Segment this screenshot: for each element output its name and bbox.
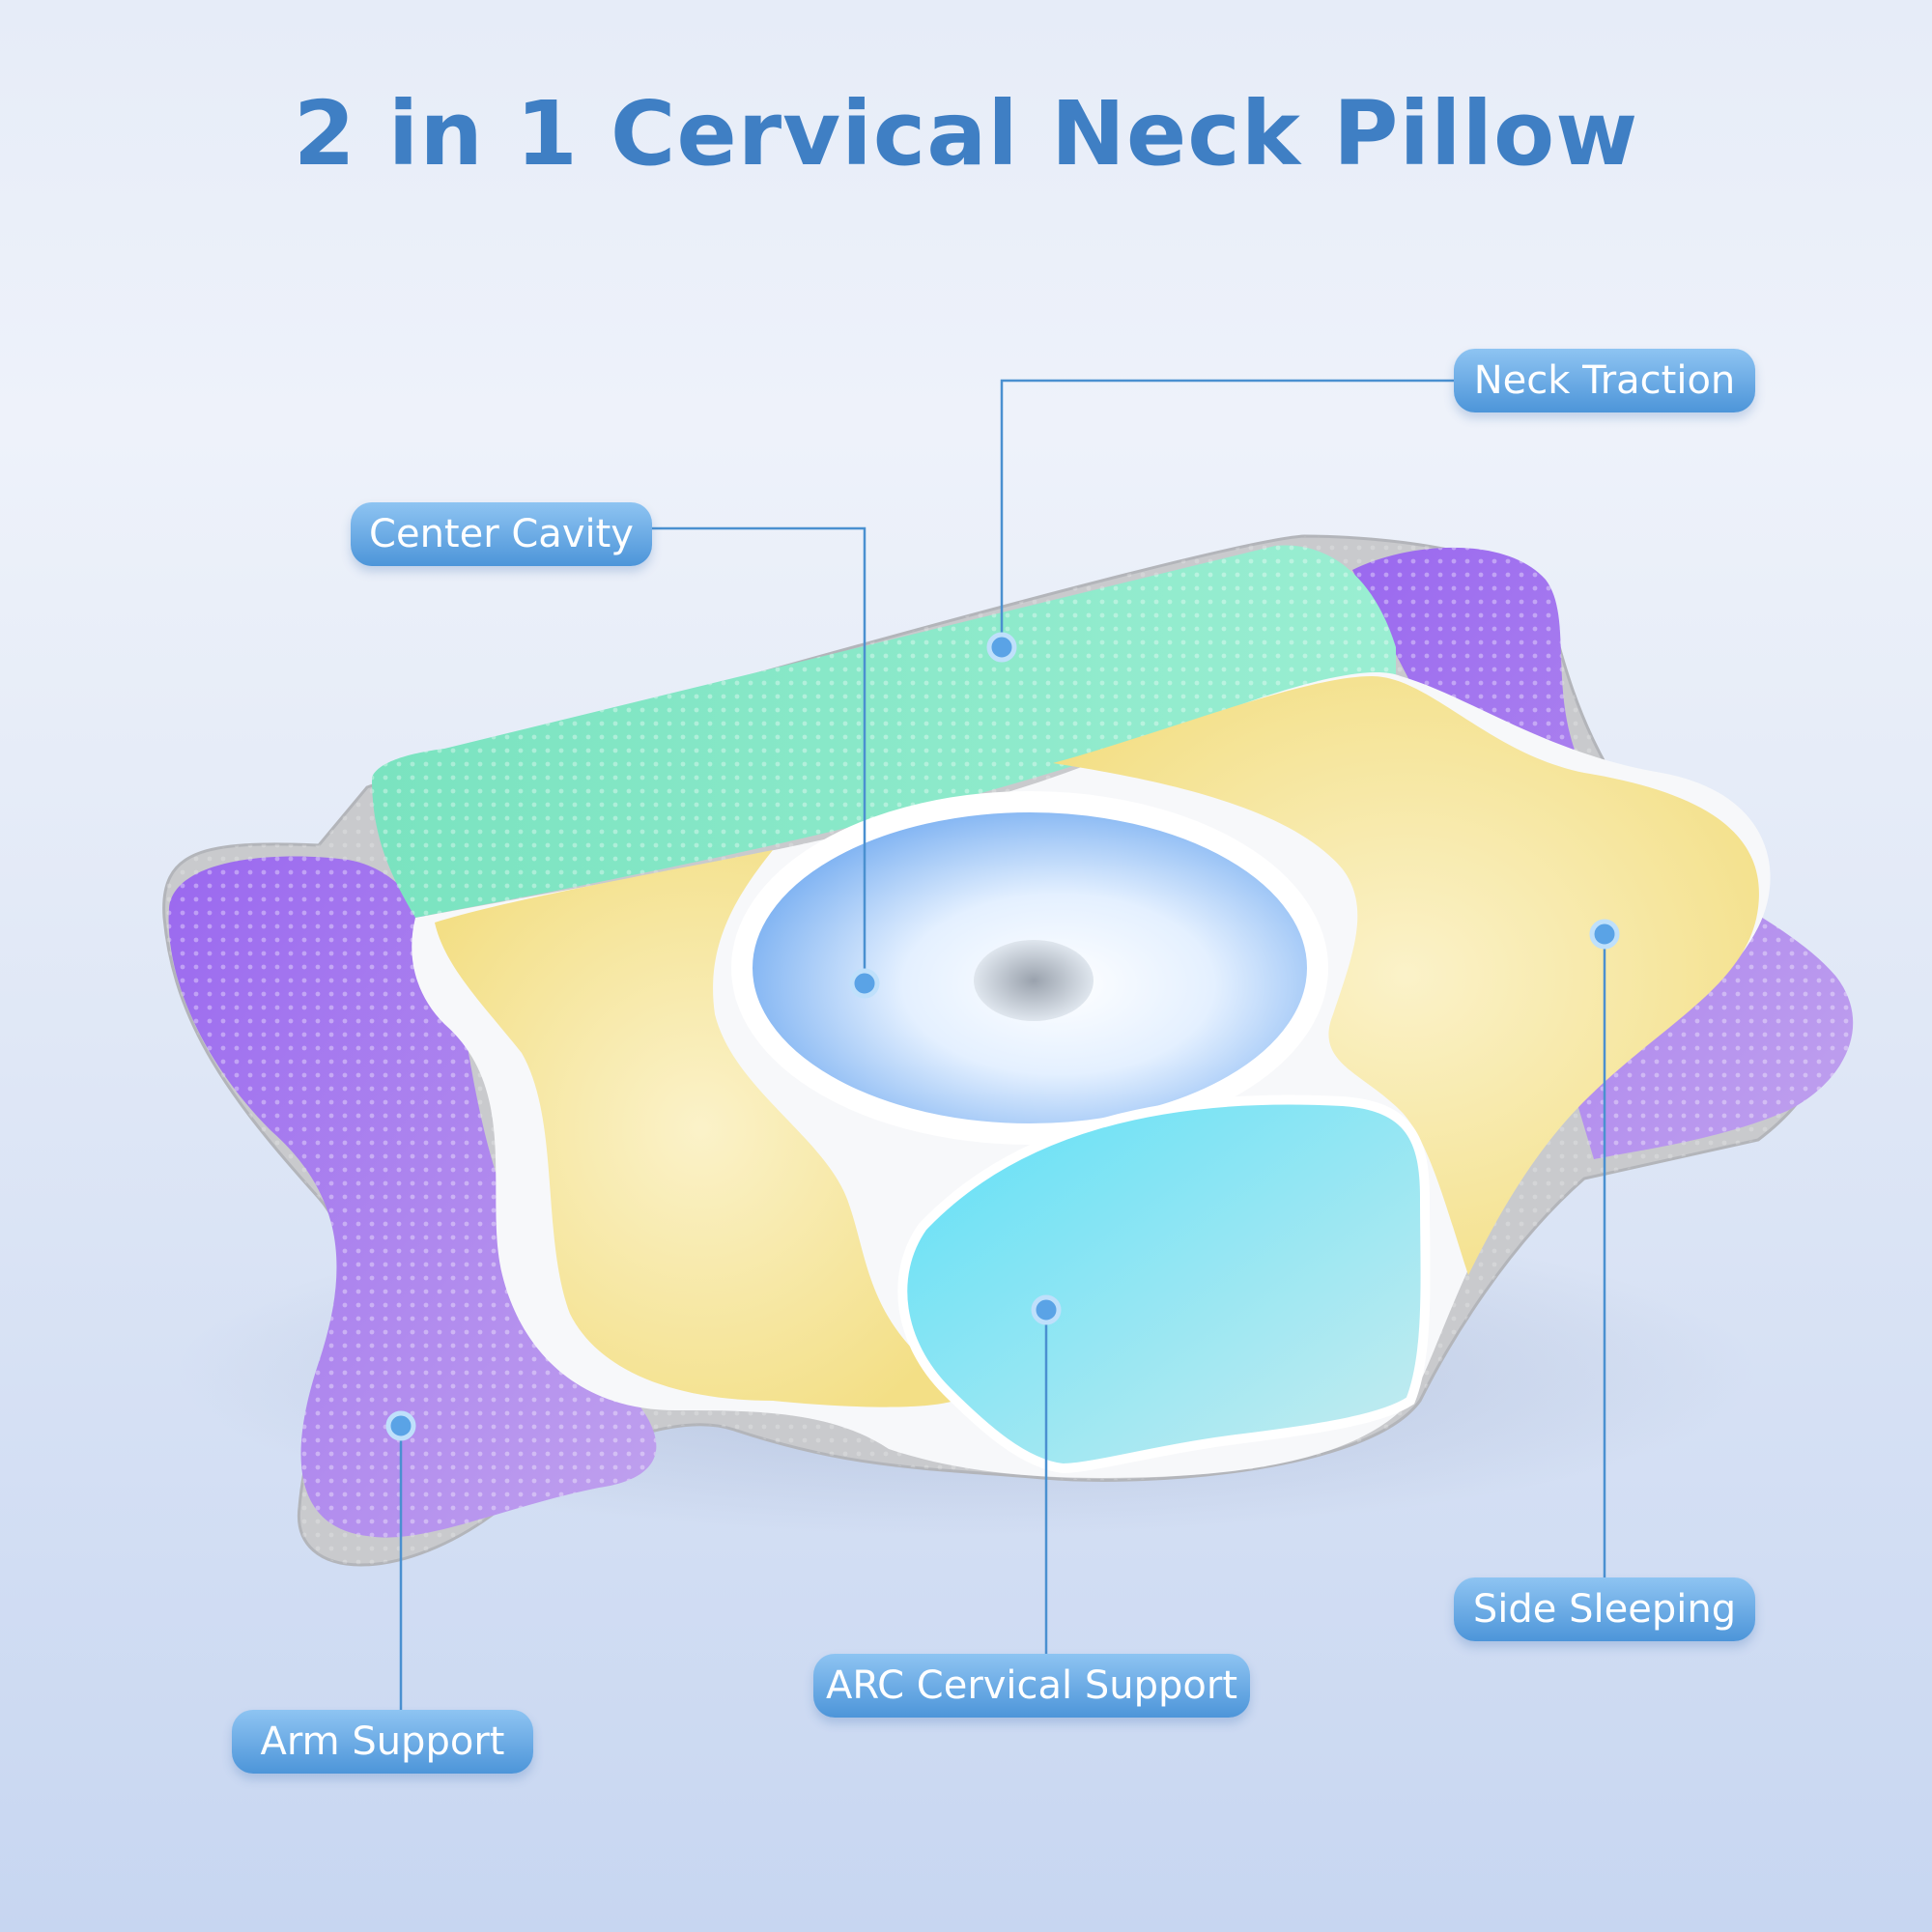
- arm-support-dot: [385, 1410, 416, 1441]
- center-cavity-label: Center Cavity: [351, 502, 652, 566]
- neck-traction-leader: [1000, 379, 1454, 647]
- side-sleeping-label: Side Sleeping: [1454, 1577, 1755, 1641]
- neck-traction-label: Neck Traction: [1454, 349, 1755, 412]
- side-sleeping-dot: [1589, 919, 1620, 950]
- side-sleeping-zone: [1053, 676, 1759, 1275]
- arc-cervical-support-label: ARC Cervical Support: [813, 1654, 1250, 1718]
- neck-traction-dot: [986, 632, 1017, 663]
- left-side-zone: [435, 850, 966, 1407]
- arc-support-zone: [897, 1094, 1431, 1474]
- center-cavity-leader: [652, 526, 867, 983]
- center-hole: [974, 940, 1094, 1021]
- arc-support-dot: [1031, 1294, 1062, 1325]
- arm-support-label: Arm Support: [232, 1710, 533, 1774]
- page-title: 2 in 1 Cervical Neck Pillow: [293, 82, 1639, 185]
- center-cavity-dot: [849, 968, 880, 999]
